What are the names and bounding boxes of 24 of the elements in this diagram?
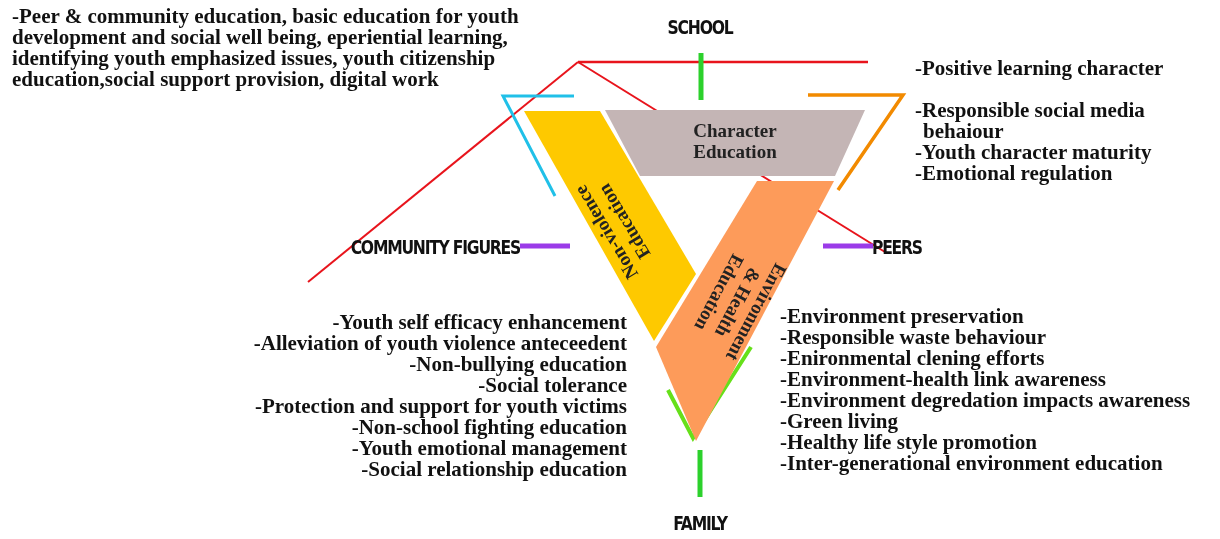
list-item: -Non-school fighting education <box>350 417 627 438</box>
list-item: -Protection and support for youth victims <box>254 396 627 417</box>
list-item: -Social relationship education <box>360 459 627 480</box>
list-item: -Green living <box>780 411 900 432</box>
list-item: -Emotional regulation <box>915 163 1113 184</box>
trapezoid-band <box>605 110 865 176</box>
list-item: -Youth emotional management <box>350 438 627 459</box>
list-item: -Positive learning character <box>915 58 1165 79</box>
list-item: -Social tolerance <box>478 375 627 396</box>
stakeholder-label: SCHOOL <box>666 16 734 38</box>
stakeholder-label: FAMILY <box>672 512 729 534</box>
note-text: -Peer & community education, basic education for youth development and social well being, eperiential learning, identifying youth emphasized issues, youth citizenship education,social support provision, digital work <box>12 6 520 90</box>
list-item: -Environment-health link awareness <box>780 369 1107 390</box>
list-item: -Responsible social media behaiour <box>915 100 1146 142</box>
list-item: -Alleviation of youth violence anteceedent <box>252 333 627 354</box>
list-item: -Non-bullying education <box>409 354 627 375</box>
list-item: -Environment degredation impacts awareness <box>780 390 1192 411</box>
band-label: Character Education <box>692 120 778 162</box>
list-item: -Inter-generational environment education <box>780 453 1164 474</box>
list-item: -Healthy life style promotion <box>780 432 1038 453</box>
list-item: -Youth character maturity <box>915 142 1153 163</box>
stakeholder-label: PEERS <box>872 236 923 258</box>
list-item: -Youth self efficacy enhancement <box>331 312 627 333</box>
stakeholder-label: COMMUNITY FIGURES <box>349 236 520 258</box>
